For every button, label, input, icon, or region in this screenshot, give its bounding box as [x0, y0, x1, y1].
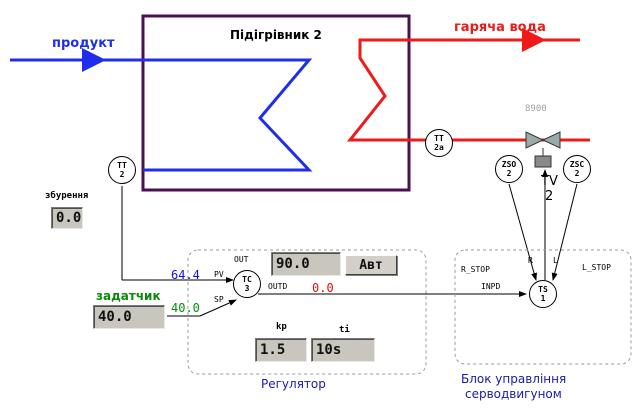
servo-block-title-line1: Блок управління	[461, 372, 567, 386]
servo-block-title-line2: серводвигуном	[465, 387, 562, 401]
auto-mode-button[interactable]: Авт	[345, 255, 397, 275]
instrument-tc3[interactable]: TC 3	[233, 270, 261, 298]
pv-label: PV	[214, 270, 224, 279]
valve-label-line2: 2	[545, 189, 554, 204]
zso-signal-line	[508, 183, 537, 281]
out-field[interactable]: 90.0	[271, 252, 341, 276]
product-label: продукт	[52, 36, 115, 51]
outd-value: 0.0	[312, 281, 334, 295]
sp-signal-b	[199, 299, 237, 317]
valve-code: 8900	[525, 104, 547, 114]
instrument-tag: ZSO	[501, 160, 517, 169]
ti-field[interactable]: 10s	[311, 338, 375, 362]
inpd-label: INPD	[481, 282, 501, 291]
setpoint-label: задатчик	[96, 289, 161, 303]
ti-label: ti	[339, 325, 350, 335]
kp-field[interactable]: 1.5	[255, 338, 307, 362]
valve-body-right	[541, 131, 561, 149]
valve-actuator	[534, 155, 552, 168]
setpoint-field[interactable]: 40.0	[93, 305, 165, 329]
instrument-ts1[interactable]: TS 1	[529, 280, 557, 308]
instrument-number: 2a	[434, 143, 444, 152]
valve-label-line1: TV	[541, 174, 558, 189]
instrument-tag: ZSC	[569, 160, 585, 169]
instrument-tag: TT	[434, 134, 444, 143]
product-line	[10, 58, 313, 172]
l-label: L	[553, 256, 558, 265]
instrument-number: 1	[540, 294, 546, 303]
instrument-tag: TT	[117, 161, 127, 170]
servo-block-frame	[454, 249, 632, 365]
instrument-number: 2	[506, 169, 512, 178]
instrument-zso2[interactable]: ZSO 2	[495, 155, 523, 183]
disturbance-label: збурення	[45, 191, 89, 201]
instrument-zsc2[interactable]: ZSC 2	[563, 155, 591, 183]
valve-body-left	[525, 131, 545, 149]
l-stop-label: L_STOP	[582, 263, 611, 272]
instrument-tag: TS	[538, 285, 548, 294]
instrument-tag: TC	[242, 275, 252, 284]
heater-vessel	[141, 14, 411, 192]
regulator-frame	[187, 249, 427, 375]
r-stop-label: R_STOP	[461, 265, 490, 274]
regulator-title: Регулятор	[261, 377, 326, 391]
instrument-tt2[interactable]: TT 2	[108, 156, 136, 184]
sp-value: 40.0	[171, 301, 200, 315]
pv-value: 64.4	[171, 268, 200, 282]
instrument-number: 2	[119, 170, 125, 179]
r-label: R	[528, 256, 533, 265]
instrument-tt2a[interactable]: TT 2a	[425, 129, 453, 157]
out-label: OUT	[234, 255, 249, 264]
hot-water-label: гаряча вода	[454, 20, 546, 35]
instrument-number: 3	[244, 284, 250, 293]
outd-label: OUTD	[268, 282, 288, 291]
instrument-number: 2	[574, 169, 580, 178]
disturbance-field[interactable]: 0.0	[51, 207, 83, 229]
kp-label: kp	[276, 322, 287, 332]
sp-label: SP	[214, 295, 224, 304]
heater-title: Підігрівник 2	[230, 28, 322, 42]
zsc-signal-line	[551, 183, 578, 281]
hot-water-line	[346, 38, 590, 142]
